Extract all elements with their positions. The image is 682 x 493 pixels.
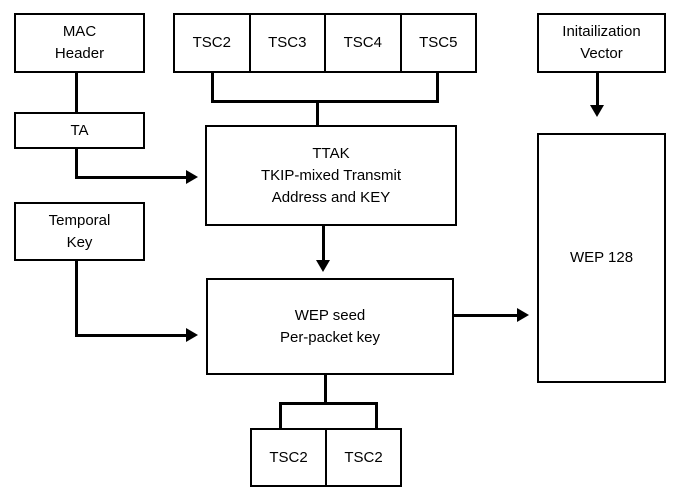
connector-bottom-bracket-horizontal — [279, 402, 378, 405]
node-ttak: TTAK TKIP-mixed Transmit Address and KEY — [205, 125, 457, 226]
node-ta: TA — [14, 112, 145, 149]
connector-bottom-bracket-right — [375, 405, 378, 428]
connector-wepseed-wep128 — [454, 314, 517, 317]
arrowhead-ta-ttak — [186, 170, 198, 184]
connector-tsc-bracket-left — [211, 73, 214, 103]
tsc-bottom-cell-left: TSC2 — [269, 448, 308, 466]
connector-ta-elbow-vertical — [75, 149, 78, 179]
node-temporal-key: Temporal Key — [14, 202, 145, 261]
arrowhead-ttak-wepseed — [316, 260, 330, 272]
tsc-bottom-cell-right: TSC2 — [325, 430, 400, 485]
connector-ta-elbow-horizontal — [75, 176, 186, 179]
arrowhead-iv-wep128 — [590, 105, 604, 117]
tsc-cell-3: TSC3 — [248, 15, 325, 71]
node-mac-header: MAC Header — [14, 13, 145, 73]
connector-temporalkey-elbow-vertical — [75, 261, 78, 337]
connector-macheader-ta — [75, 73, 78, 112]
connector-tsc-bracket-stem — [316, 103, 319, 125]
arrowhead-wepseed-wep128 — [517, 308, 529, 322]
tsc-bottom-row: TSC2 TSC2 — [250, 428, 402, 487]
connector-wepseed-bracket-stem — [324, 375, 327, 405]
tsc-cell-4: TSC4 — [324, 15, 400, 71]
node-initialization-vector: Initailization Vector — [537, 13, 666, 73]
tsc-top-row: TSC2 TSC3 TSC4 TSC5 — [173, 13, 477, 73]
connector-tsc-bracket-horizontal — [211, 100, 439, 103]
arrowhead-temporalkey-wepseed — [186, 328, 198, 342]
tsc-cell-5: TSC5 — [399, 15, 476, 71]
connector-tsc-bracket-right — [436, 73, 439, 103]
connector-bottom-bracket-left — [279, 405, 282, 428]
connector-iv-wep128 — [596, 73, 599, 105]
tsc-cell-2: TSC2 — [192, 34, 231, 51]
node-wep-seed: WEP seed Per-packet key — [206, 278, 454, 375]
connector-temporalkey-elbow-horizontal — [75, 334, 186, 337]
connector-ttak-wepseed — [322, 226, 325, 260]
node-wep-128: WEP 128 — [537, 133, 666, 383]
